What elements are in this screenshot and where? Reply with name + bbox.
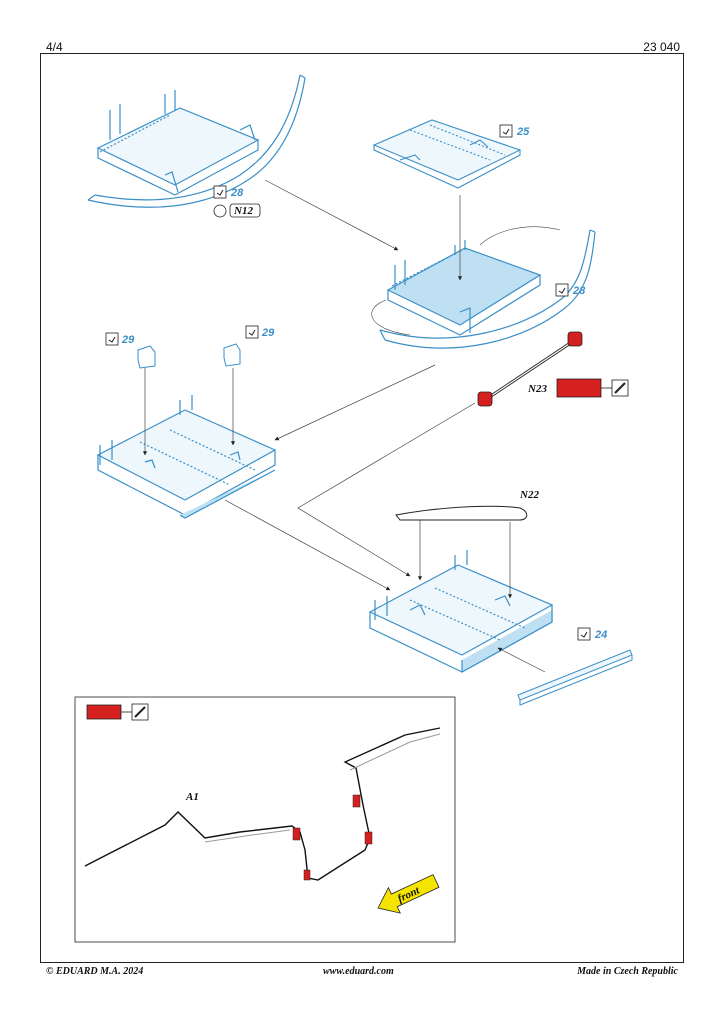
rod-n23 <box>477 331 583 407</box>
callout-25: 25 <box>499 124 530 138</box>
callout-28a-label: 28 <box>230 187 244 199</box>
paint-swatch-red-detail <box>86 704 122 720</box>
front-arrow: front <box>377 874 440 914</box>
callout-n12: N12 <box>213 203 261 218</box>
paint-swatch-red <box>556 378 602 398</box>
page-number: 4/4 <box>46 40 63 54</box>
callout-28a: 28 <box>213 185 244 199</box>
strip-part24 <box>517 649 633 706</box>
callout-n22-label: N22 <box>519 489 539 501</box>
bracket-part29-b <box>223 343 241 367</box>
seat-pan-step4 <box>368 550 554 674</box>
bracket-part29-a <box>137 345 156 369</box>
callout-24-label: 24 <box>594 629 607 641</box>
assembly-arrows <box>142 179 546 673</box>
callout-28b: 28 <box>555 283 586 297</box>
part-label-a1: A1 <box>185 791 199 803</box>
callout-n12-label: N12 <box>233 205 253 217</box>
seat-pan-step2 <box>379 229 596 349</box>
detail-box: A1 front <box>74 696 456 943</box>
strip-n22: N22 <box>395 489 539 521</box>
instruction-frame <box>40 53 684 963</box>
footer-website[interactable]: www.eduard.com <box>323 966 394 977</box>
installation-loop <box>371 226 561 336</box>
callout-29b: 29 <box>245 325 275 339</box>
callout-28b-label: 28 <box>572 285 586 297</box>
callout-25-label: 25 <box>516 126 530 138</box>
callout-n23-label: N23 <box>527 383 547 395</box>
callout-24: 24 <box>577 627 607 641</box>
seat-pan-step1 <box>87 74 306 208</box>
callout-29b-label: 29 <box>261 327 275 339</box>
seat-pan-step3 <box>96 395 277 519</box>
panel-part25 <box>372 119 522 189</box>
callout-29a-label: 29 <box>121 334 135 346</box>
callout-29a: 29 <box>105 332 135 346</box>
footer-origin: Made in Czech Republic <box>577 966 678 977</box>
callout-n23: N23 <box>527 378 629 398</box>
footer-copyright: © EDUARD M.A. 2024 <box>46 966 144 977</box>
kit-number: 23 040 <box>643 40 680 54</box>
